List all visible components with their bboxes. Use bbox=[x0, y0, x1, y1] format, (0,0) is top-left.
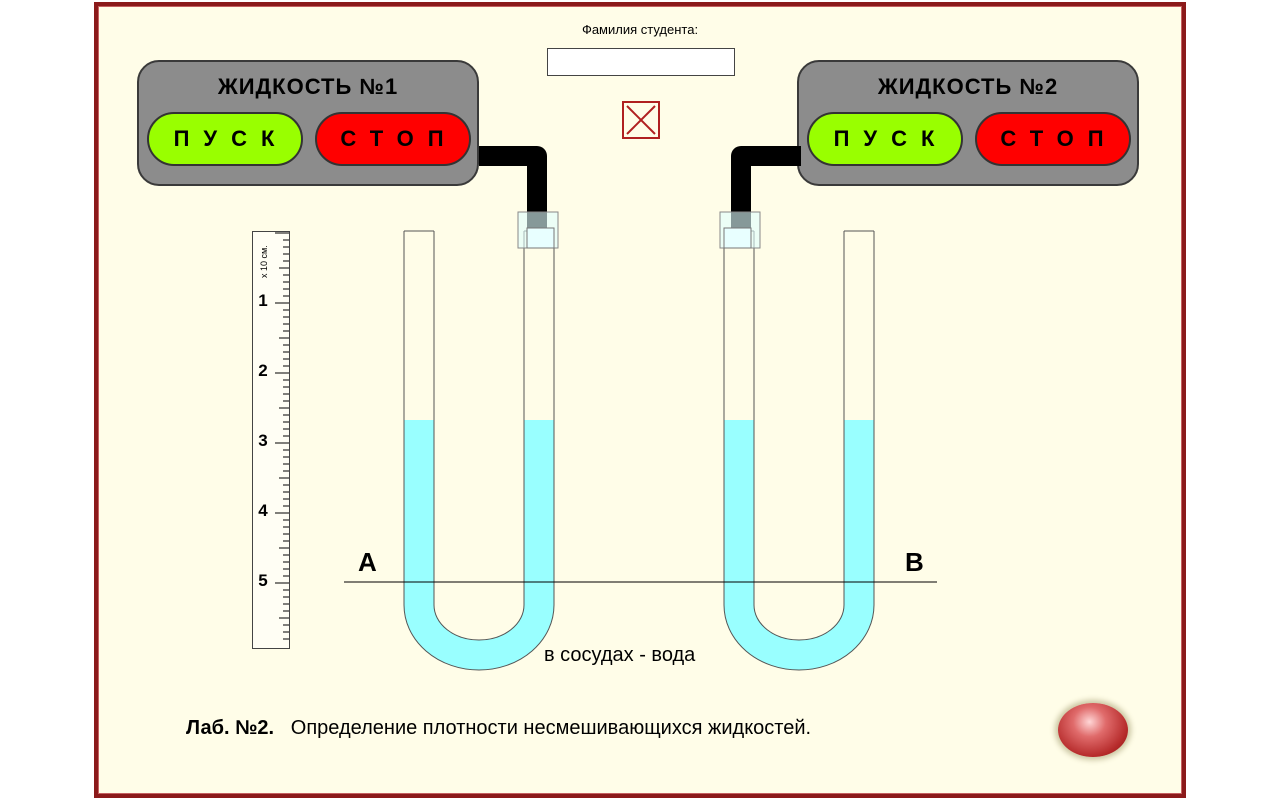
lab-title: Лаб. №2. Определение плотности несмешива… bbox=[186, 717, 811, 740]
close-button[interactable] bbox=[622, 101, 660, 139]
close-icon bbox=[626, 105, 656, 135]
liquid2-title: ЖИДКОСТЬ №2 bbox=[877, 74, 1059, 99]
liquid1-stop-button[interactable]: СТОП bbox=[315, 112, 471, 166]
liquid1-start-button[interactable]: ПУСК bbox=[147, 112, 303, 166]
student-name-label: Фамилия студента: bbox=[581, 22, 699, 37]
liquid2-start-button[interactable]: ПУСК bbox=[807, 112, 963, 166]
liquid2-panel: ЖИДКОСТЬ №2 ПУСК СТОП bbox=[797, 60, 1139, 186]
ruler-mark-4: 4 bbox=[258, 501, 268, 520]
liquid2-hose bbox=[731, 146, 801, 228]
ruler-mark-3: 3 bbox=[258, 431, 268, 450]
u-tube-1 bbox=[403, 211, 559, 671]
liquid1-title: ЖИДКОСТЬ №1 bbox=[217, 74, 399, 99]
ruler-ticks bbox=[275, 232, 289, 640]
ruler-unit: x 10 см. bbox=[259, 245, 269, 278]
liquid1-panel: ЖИДКОСТЬ №1 ПУСК СТОП bbox=[137, 60, 479, 186]
next-button[interactable] bbox=[1058, 703, 1128, 757]
lab-description: Определение плотности несмешивающихся жи… bbox=[290, 717, 812, 739]
liquid2-stop-button[interactable]: СТОП bbox=[975, 112, 1131, 166]
ruler-mark-1: 1 bbox=[258, 291, 268, 310]
point-a-label: A bbox=[358, 547, 377, 577]
ruler-mark-2: 2 bbox=[258, 361, 268, 380]
student-name-input[interactable] bbox=[547, 48, 735, 76]
u-tube-2 bbox=[719, 211, 875, 671]
vessels-liquid-text: в сосудах - вода bbox=[544, 644, 696, 666]
point-b-label: B bbox=[905, 547, 924, 577]
liquid1-hose bbox=[479, 146, 547, 228]
ruler-mark-5: 5 bbox=[258, 571, 268, 590]
ruler: x 10 см. 1 2 3 4 5 bbox=[252, 231, 290, 649]
lab-number: Лаб. №2. bbox=[186, 717, 275, 739]
